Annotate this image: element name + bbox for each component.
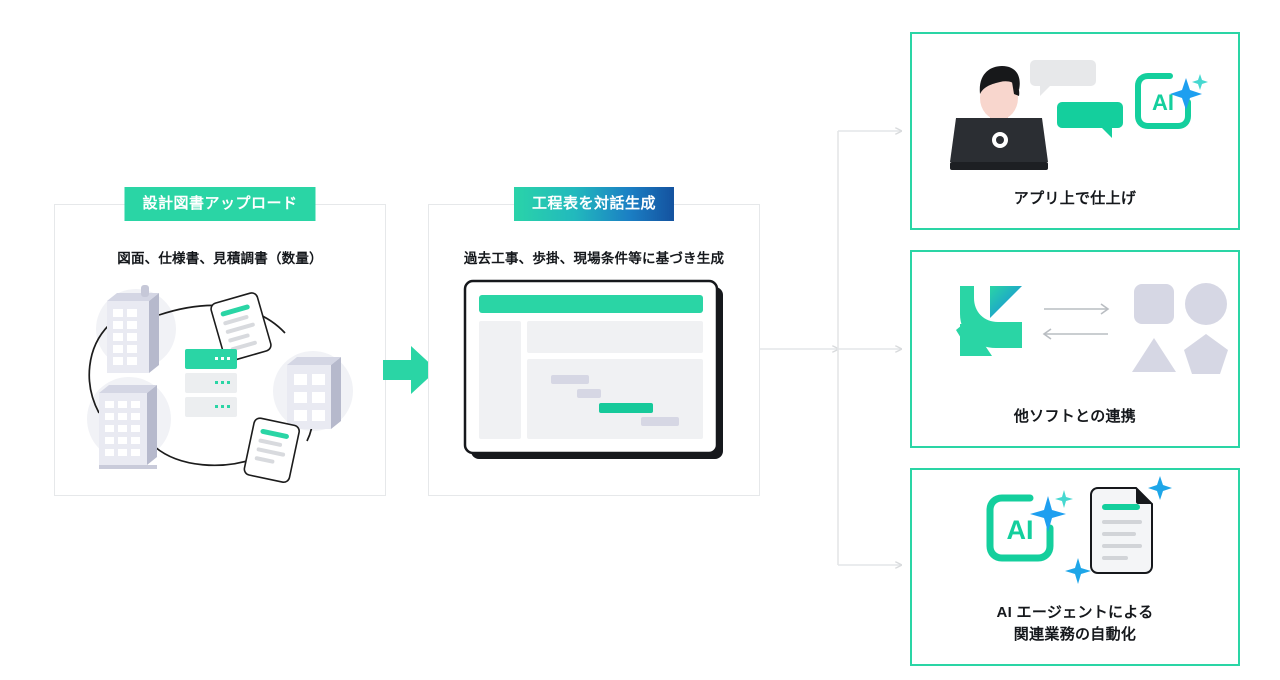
card-link-label-line-1: 他ソフトとの連携 [1013, 407, 1137, 425]
card-software-link[interactable]: 他ソフトとの連携 [910, 250, 1240, 448]
ai-badge-text: AI [1007, 515, 1034, 545]
logo-exchange-shapes-illustration [956, 283, 1228, 374]
card-agent-label: AI エージェントによる 関連業務の自動化 [912, 584, 1238, 664]
card-agent-label-line-2: 関連業務の自動化 [1013, 626, 1137, 643]
chat-bubble-green-icon [1057, 102, 1123, 138]
arrow-right-icon [383, 346, 437, 394]
buildings-documents-server-illustration [87, 285, 353, 484]
panel-generate-caption: 過去工事、歩掛、現場条件等に基づき生成 [463, 251, 725, 266]
panel-generate-chip: 工程表を対話生成 [513, 187, 675, 221]
card-app-label: アプリ上で仕上げ [912, 170, 1238, 228]
sparkle-icon [1065, 476, 1172, 584]
card-app-label-line-1: アプリ上で仕上げ [1013, 189, 1137, 207]
ai-badge-icon: AI [1135, 73, 1208, 129]
ai-badge-text: AI [1152, 90, 1174, 115]
panel-upload: 設計図書アップロード 図面、仕様書、見積調書（数量） [54, 187, 386, 496]
card-agent-label-line-1: AI エージェントによる [996, 603, 1154, 621]
card-link-label: 他ソフトとの連携 [912, 388, 1238, 446]
sparkle-icon [1170, 74, 1208, 110]
card-app-finish[interactable]: AI アプリ上で仕上げ [910, 32, 1240, 230]
panel-generate: 工程表を対話生成 過去工事、歩掛、現場条件等に基づき生成 [428, 187, 760, 496]
shape-cluster-icon [1132, 283, 1228, 374]
tablet-gantt-chart-illustration [463, 279, 723, 459]
person-illustration [950, 66, 1048, 170]
server-stack-icon [185, 349, 237, 417]
panel-upload-chip: 設計図書アップロード [124, 187, 316, 221]
ai-badge-document-sparkles-illustration: AI [986, 476, 1172, 584]
exchange-arrows-icon [1042, 303, 1110, 340]
document-icon [1090, 487, 1153, 574]
brand-logo-icon [956, 286, 1022, 356]
sparkle-icon [1030, 490, 1073, 532]
panel-upload-caption: 図面、仕様書、見積調書（数量） [117, 251, 323, 266]
chat-bubble-gray-icon [1030, 60, 1096, 96]
person-laptop-chat-ai-illustration: AI [950, 60, 1208, 170]
ai-badge-icon: AI [986, 490, 1073, 562]
card-ai-agent-automation[interactable]: AI AI エージェントによ [910, 468, 1240, 666]
